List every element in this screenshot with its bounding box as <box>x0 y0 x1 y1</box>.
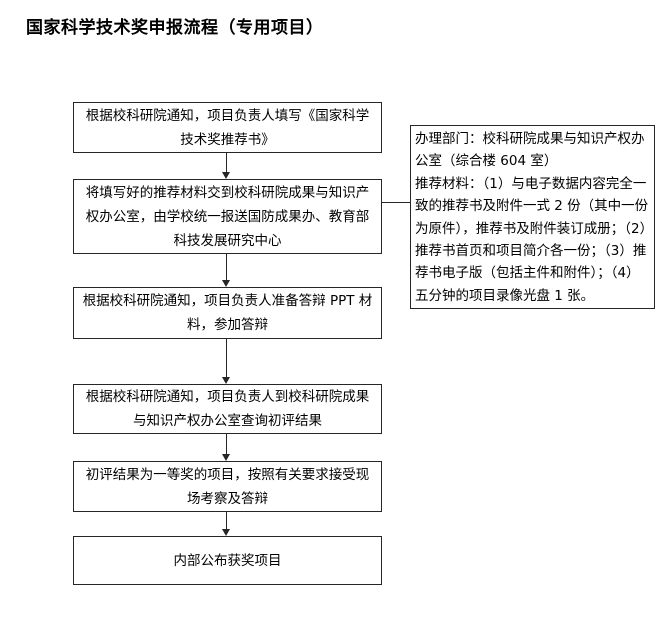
down-arrow-4 <box>222 434 231 461</box>
note-connector-line <box>382 202 411 204</box>
arrow-shaft <box>225 434 228 455</box>
flow-step-5: 初评结果为一等奖的项目，按照有关要求接受现场考察及答辩 <box>73 461 382 512</box>
flow-step-1-text: 根据校科研院通知，项目负责人填写《国家科学技术奖推荐书》 <box>85 107 370 148</box>
down-arrow-5 <box>222 512 231 536</box>
arrow-shaft <box>225 254 228 281</box>
flow-step-4-text: 根据校科研院通知，项目负责人到校科研院成果与知识产权办公室查询初评结果 <box>85 389 370 429</box>
flow-step-1: 根据校科研院通知，项目负责人填写《国家科学技术奖推荐书》 <box>73 102 382 153</box>
flow-step-6-text: 内部公布获奖项目 <box>173 552 282 569</box>
arrow-shaft <box>225 339 228 378</box>
flow-step-2: 将填写好的推荐材料交到校科研院成果与知识产权办公室，由学校统一报送国防成果办、教… <box>73 179 382 254</box>
down-arrow-1 <box>222 153 231 179</box>
arrow-shaft <box>225 153 228 173</box>
flow-step-3-text: 根据校科研院通知，项目负责人准备答辩 PPT 材料，参加答辩 <box>82 293 373 333</box>
note-materials-line: 推荐材料：（1）与电子数据内容完全一致的推荐书及附件一式 2 份（其中一份为原件… <box>415 175 649 304</box>
arrow-shaft <box>225 512 228 530</box>
flow-step-3: 根据校科研院通知，项目负责人准备答辩 PPT 材料，参加答辩 <box>73 287 382 339</box>
flow-step-2-text: 将填写好的推荐材料交到校科研院成果与知识产权办公室，由学校统一报送国防成果办、教… <box>85 184 370 249</box>
note-box: 办理部门：校科研院成果与知识产权办公室（综合楼 604 室） 推荐材料：（1）与… <box>410 125 655 309</box>
down-arrow-3 <box>222 339 231 384</box>
down-arrow-2 <box>222 254 231 287</box>
flow-step-4: 根据校科研院通知，项目负责人到校科研院成果与知识产权办公室查询初评结果 <box>73 384 382 434</box>
flow-step-6: 内部公布获奖项目 <box>73 536 382 585</box>
note-department-line: 办理部门：校科研院成果与知识产权办公室（综合楼 604 室） <box>415 131 645 170</box>
page-title: 国家科学技术奖申报流程（专用项目） <box>26 18 324 38</box>
flow-step-5-text: 初评结果为一等奖的项目，按照有关要求接受现场考察及答辩 <box>85 466 370 507</box>
